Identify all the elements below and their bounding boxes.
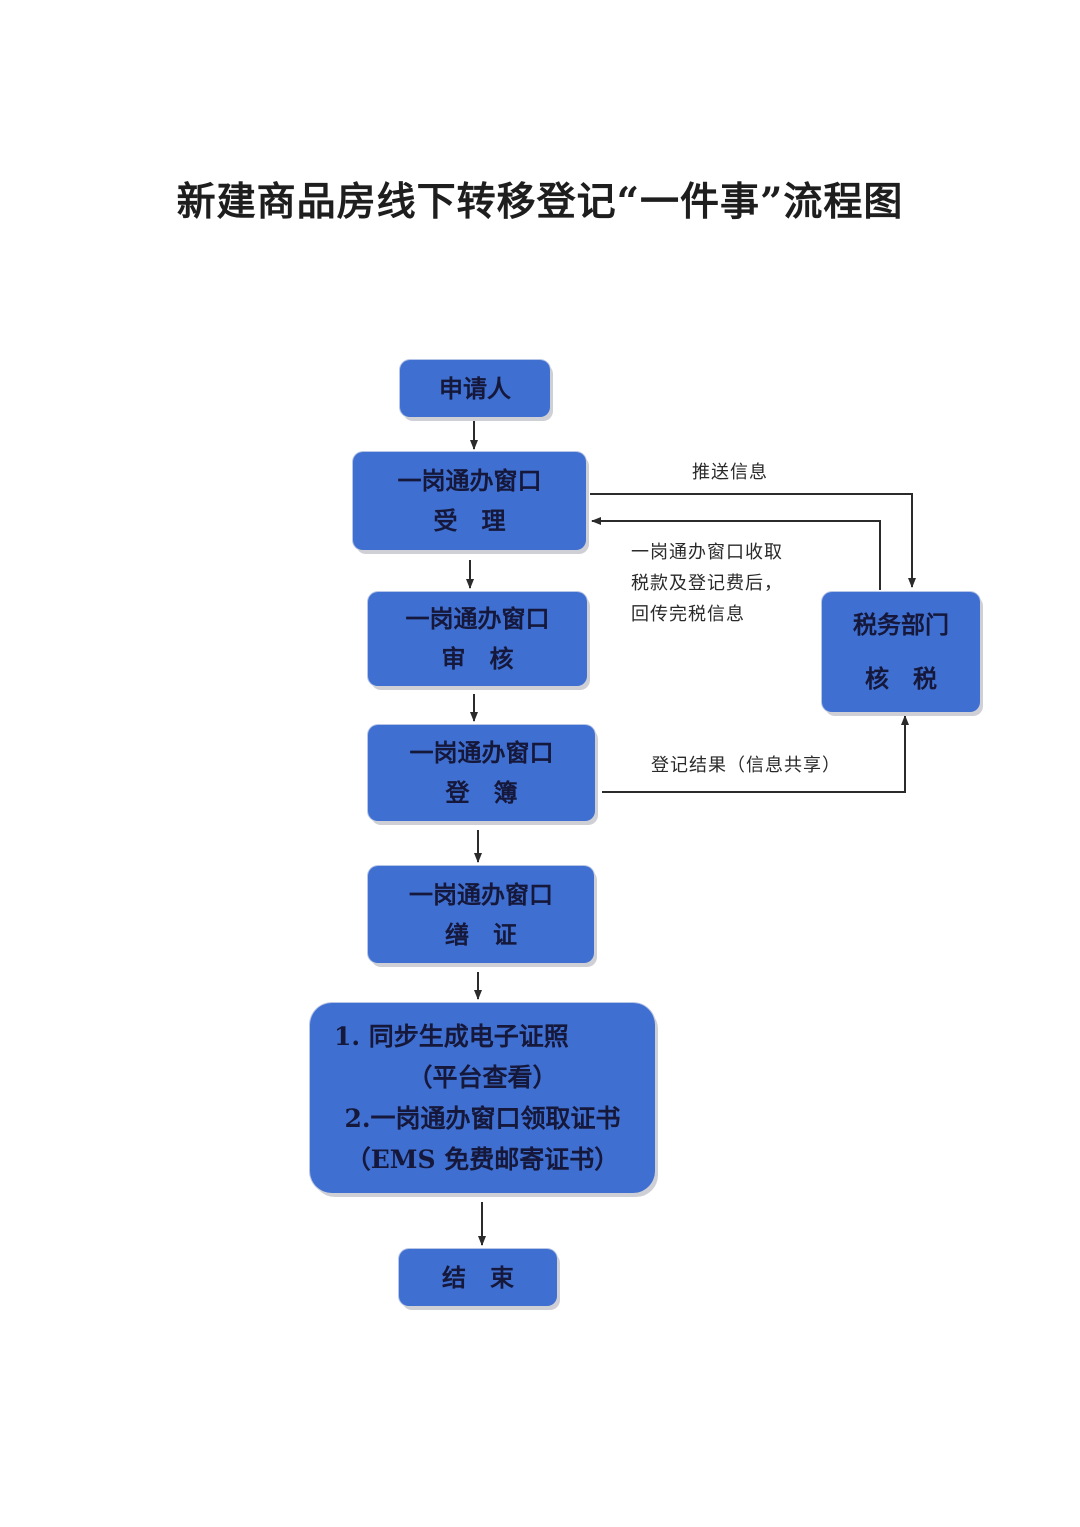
node-applicant-label: 申请人 [439, 373, 511, 403]
node-result: 1. 同步生成电子证照 （平台查看） 2.一岗通办窗口领取证书 （EMS 免费邮… [310, 1003, 655, 1193]
arrow-register-result [602, 715, 909, 793]
arrow-push-info [590, 493, 916, 588]
node-register: 一岗通办窗口 登 簿 [368, 725, 595, 821]
arrow-tax-return [591, 517, 881, 590]
node-register-line2: 登 簿 [445, 778, 518, 807]
edge-label-tax-return-line2: 税款及登记费后， [631, 573, 783, 594]
edge-label-tax-return-line3: 回传完税信息 [631, 604, 745, 625]
node-tax: 税务部门 核 税 [822, 592, 980, 712]
node-end-label: 结 束 [442, 1262, 514, 1292]
node-accept-line2: 受 理 [433, 506, 506, 535]
node-applicant: 申请人 [400, 360, 550, 417]
edge-label-push-info: 推送信息 [692, 462, 768, 483]
page-title: 新建商品房线下转移登记“一件事”流程图 [176, 179, 904, 225]
node-tax-line2: 核 税 [865, 664, 937, 693]
node-certify: 一岗通办窗口 缮 证 [368, 866, 594, 963]
node-result-line4: （EMS 免费邮寄证书） [345, 1145, 620, 1174]
node-tax-line1: 税务部门 [853, 610, 949, 639]
node-accept: 一岗通办窗口 受 理 [353, 452, 586, 550]
node-review-line2: 审 核 [441, 644, 514, 673]
node-result-line2: （平台查看） [407, 1063, 558, 1092]
node-result-line3: 2.一岗通办窗口领取证书 [344, 1104, 621, 1133]
node-end: 结 束 [399, 1249, 557, 1306]
node-certify-line2: 缮 证 [445, 919, 517, 949]
edge-label-tax-return-line1: 一岗通办窗口收取 [631, 542, 783, 563]
node-register-line1: 一岗通办窗口 [409, 738, 554, 767]
node-review: 一岗通办窗口 审 核 [368, 592, 587, 686]
node-certify-line1: 一岗通办窗口 [409, 879, 553, 909]
node-accept-line1: 一岗通办窗口 [397, 466, 542, 495]
edge-label-tax-return: 一岗通办窗口收取 税款及登记费后， 回传完税信息 [631, 537, 783, 630]
edge-label-register-result: 登记结果（信息共享） [651, 755, 841, 776]
node-review-line1: 一岗通办窗口 [405, 604, 550, 633]
node-result-line1: 1. 同步生成电子证照 [334, 1022, 569, 1051]
